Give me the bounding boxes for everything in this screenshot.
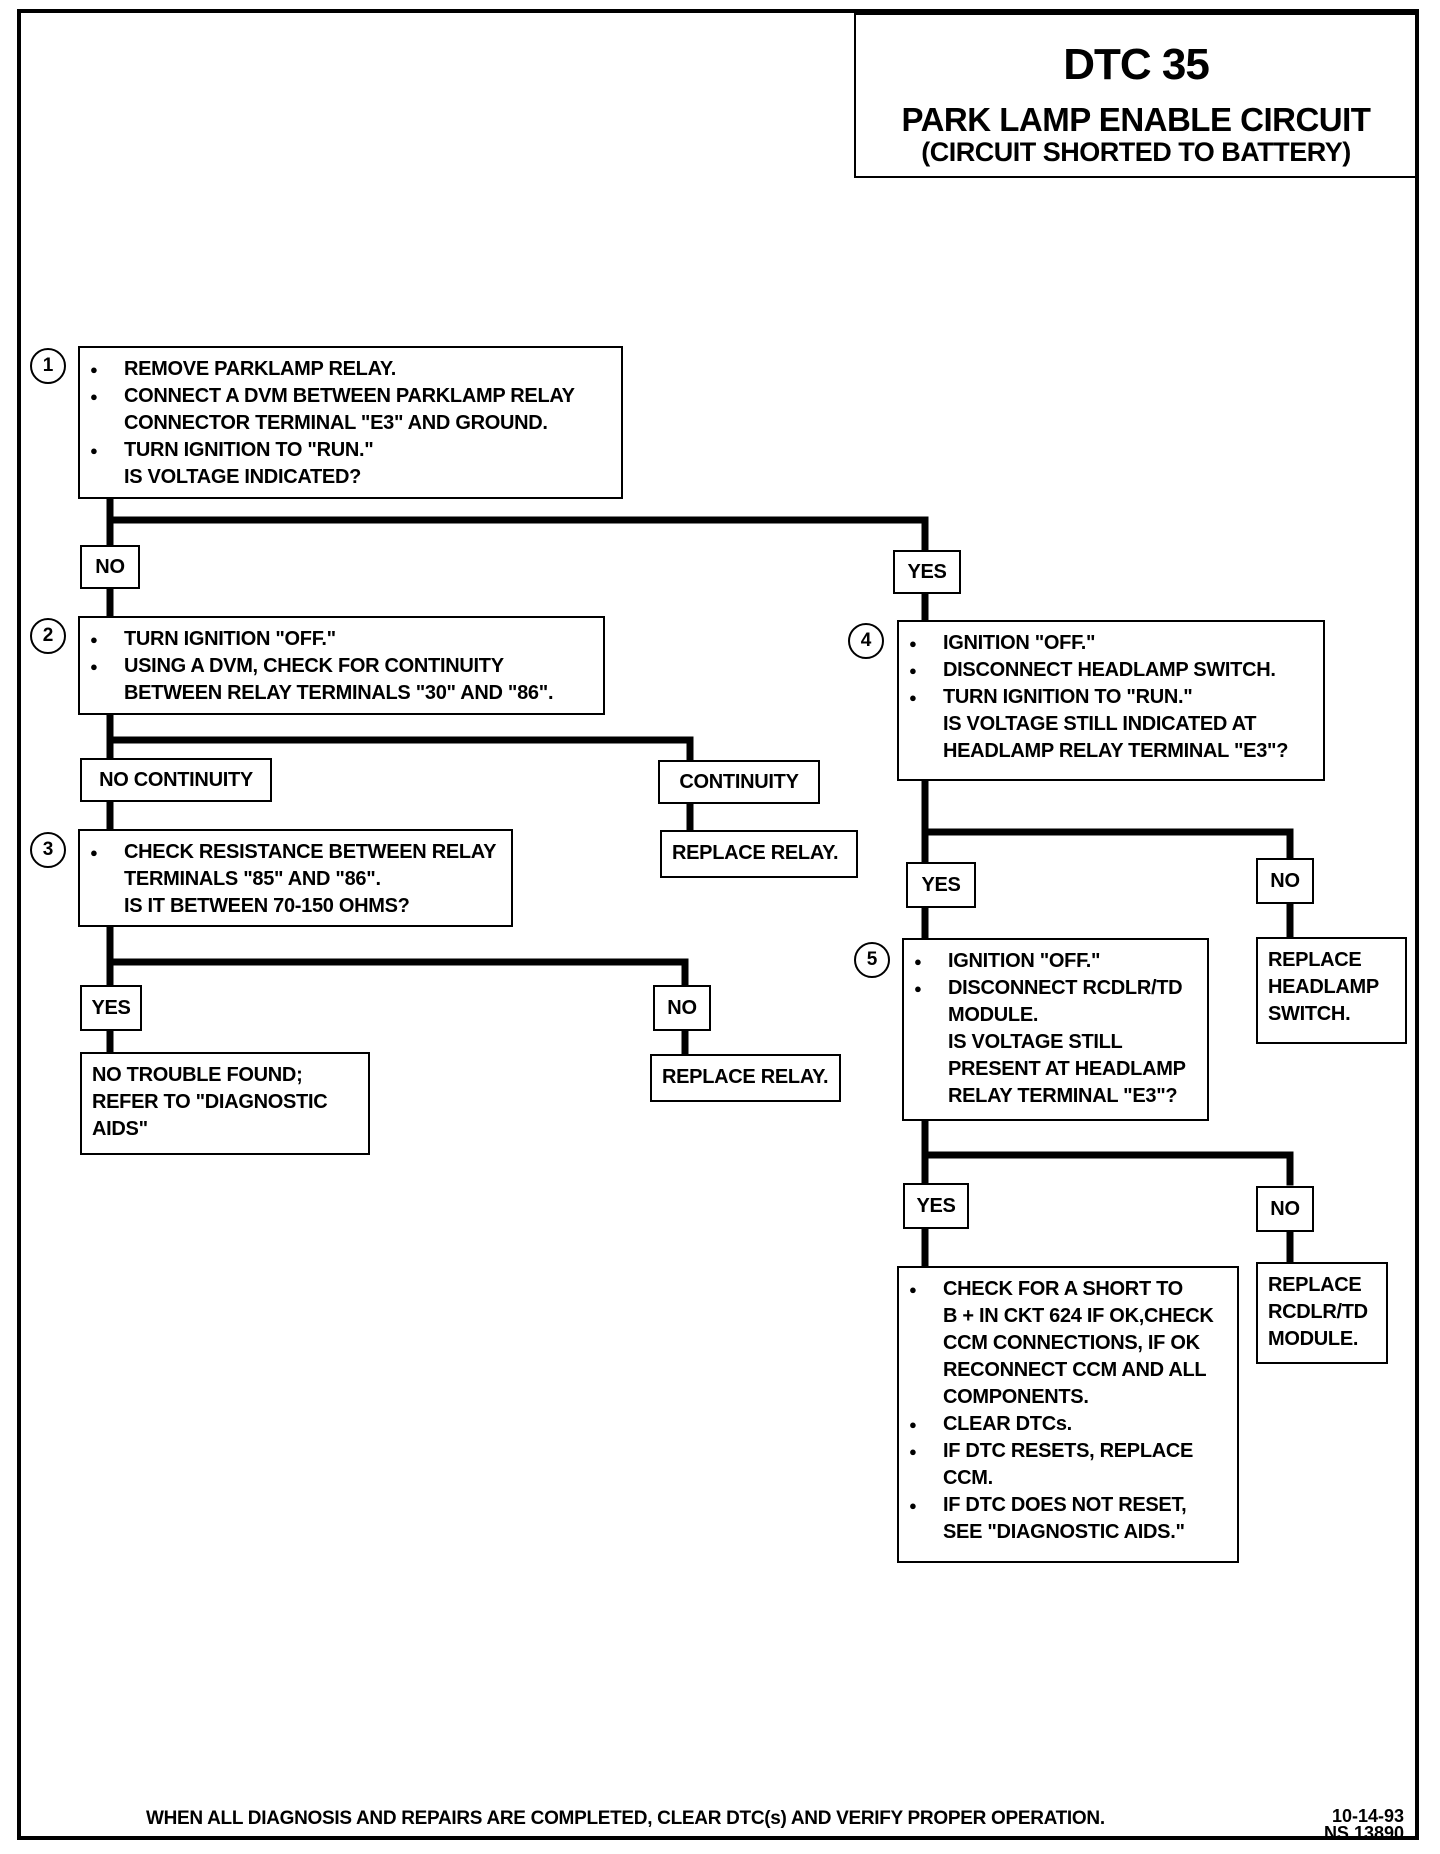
document-ref: NS 13890 [1323, 1823, 1404, 1843]
result-line: HEADLAMP [1268, 976, 1379, 998]
step-5-line: DISCONNECT RCDLR/TD [914, 975, 1197, 1002]
label-yes-3: YES [80, 985, 142, 1031]
label-no-1: NO [80, 545, 140, 589]
step-3-line: TERMINALS "85" AND "86". [124, 868, 381, 890]
step-5-line: PRESENT AT HEADLAMP [948, 1058, 1186, 1080]
result-line: NO TROUBLE FOUND; [92, 1064, 303, 1086]
step-number-1: 1 [30, 348, 66, 384]
result-line: RCDLR/TD [1268, 1301, 1368, 1323]
step-2-line: BETWEEN RELAY TERMINALS "30" AND "86". [124, 682, 554, 704]
label-yes-4: YES [906, 862, 976, 908]
title-line1: PARK LAMP ENABLE CIRCUIT [901, 101, 1371, 138]
label-no-3: NO [653, 985, 711, 1031]
step-4-question: HEADLAMP RELAY TERMINAL "E3"? [943, 740, 1289, 762]
result-line: COMPONENTS. [943, 1386, 1089, 1408]
label-yes-5: YES [903, 1183, 969, 1229]
step-4-line: DISCONNECT HEADLAMP SWITCH. [909, 657, 1313, 684]
step-2-line: TURN IGNITION "OFF." [90, 626, 593, 653]
connector-s4-branches [921, 775, 1294, 862]
step-1-question: IS VOLTAGE INDICATED? [124, 466, 362, 488]
result-line: IF DTC DOES NOT RESET, [909, 1492, 1227, 1519]
label-continuity: CONTINUITY [658, 760, 820, 804]
result-line: CCM. [943, 1467, 993, 1489]
title-line2: (CIRCUIT SHORTED TO BATTERY) [921, 137, 1351, 167]
step-1-line: TURN IGNITION TO "RUN." [90, 437, 611, 464]
step-5-line: IGNITION "OFF." [914, 948, 1197, 975]
step-1-line: CONNECT A DVM BETWEEN PARKLAMP RELAY [90, 383, 611, 410]
step-3-box: CHECK RESISTANCE BETWEEN RELAY TERMINALS… [78, 829, 513, 927]
step-1-line: REMOVE PARKLAMP RELAY. [90, 356, 611, 383]
result-no-trouble-found: NO TROUBLE FOUND; REFER TO "DIAGNOSTIC A… [80, 1052, 370, 1155]
result-line: REPLACE RELAY. [672, 842, 839, 864]
step-4-line: TURN IGNITION TO "RUN." [909, 684, 1313, 711]
footer-note: WHEN ALL DIAGNOSIS AND REPAIRS ARE COMPL… [146, 1808, 1105, 1829]
result-replace-relay-1: REPLACE RELAY. [660, 830, 858, 878]
result-final-check: CHECK FOR A SHORT TO B + IN CKT 624 IF O… [897, 1266, 1239, 1563]
step-5-question: RELAY TERMINAL "E3"? [948, 1085, 1178, 1107]
connector-s2-branches [106, 711, 694, 764]
step-number-5: 5 [854, 942, 890, 978]
step-3-line: CHECK RESISTANCE BETWEEN RELAY [90, 839, 501, 866]
result-line: CCM CONNECTIONS, IF OK [943, 1332, 1200, 1354]
dtc-code: DTC 35 [1063, 40, 1210, 89]
label-no-4: NO [1256, 858, 1314, 904]
result-line: IF DTC RESETS, REPLACE [909, 1438, 1227, 1465]
label-no-continuity: NO CONTINUITY [80, 758, 272, 802]
title-block: DTC 35 PARK LAMP ENABLE CIRCUIT (CIRCUIT… [854, 13, 1418, 178]
step-5-box: IGNITION "OFF." DISCONNECT RCDLR/TD MODU… [902, 938, 1209, 1121]
result-line: REPLACE [1268, 949, 1362, 971]
connector-s3-branches [106, 921, 689, 989]
document-date: 10-14-93 [1331, 1806, 1404, 1826]
step-number-4: 4 [848, 623, 884, 659]
step-1-box: REMOVE PARKLAMP RELAY. CONNECT A DVM BET… [78, 346, 623, 499]
label-no-5: NO [1256, 1186, 1314, 1232]
result-line: REPLACE RELAY. [662, 1066, 829, 1088]
result-line: REFER TO "DIAGNOSTIC [92, 1091, 328, 1113]
result-line: RECONNECT CCM AND ALL [943, 1359, 1207, 1381]
label-yes-1: YES [893, 550, 961, 594]
result-line: REPLACE [1268, 1274, 1362, 1296]
document-code: 10-14-93 NS 13890 [1323, 1806, 1404, 1843]
step-4-box: IGNITION "OFF." DISCONNECT HEADLAMP SWIT… [897, 620, 1325, 781]
result-line: CLEAR DTCs. [909, 1411, 1227, 1438]
step-4-line: IS VOLTAGE STILL INDICATED AT [943, 713, 1257, 735]
step-1-line: CONNECTOR TERMINAL "E3" AND GROUND. [124, 412, 548, 434]
result-line: SEE "DIAGNOSTIC AIDS." [943, 1521, 1185, 1543]
result-line: SWITCH. [1268, 1003, 1351, 1025]
step-5-line: IS VOLTAGE STILL [948, 1031, 1123, 1053]
page-frame [17, 9, 1419, 1840]
step-2-line: USING A DVM, CHECK FOR CONTINUITY [90, 653, 593, 680]
result-line: CHECK FOR A SHORT TO [909, 1276, 1227, 1303]
step-number-2: 2 [30, 618, 66, 654]
step-2-box: TURN IGNITION "OFF." USING A DVM, CHECK … [78, 616, 605, 715]
step-3-question: IS IT BETWEEN 70-150 OHMS? [124, 895, 410, 917]
result-line: B + IN CKT 624 IF OK,CHECK [943, 1305, 1214, 1327]
step-4-line: IGNITION "OFF." [909, 630, 1313, 657]
connector-s1-branches [106, 493, 929, 554]
connector-s5-branches [921, 1115, 1294, 1186]
result-replace-rcdlr-module: REPLACE RCDLR/TD MODULE. [1256, 1262, 1388, 1364]
result-line: MODULE. [1268, 1328, 1359, 1350]
result-line: AIDS" [92, 1118, 148, 1140]
step-5-line: MODULE. [948, 1004, 1039, 1026]
step-number-3: 3 [30, 832, 66, 868]
result-replace-headlamp-switch: REPLACE HEADLAMP SWITCH. [1256, 937, 1407, 1044]
result-replace-relay-2: REPLACE RELAY. [650, 1054, 841, 1102]
